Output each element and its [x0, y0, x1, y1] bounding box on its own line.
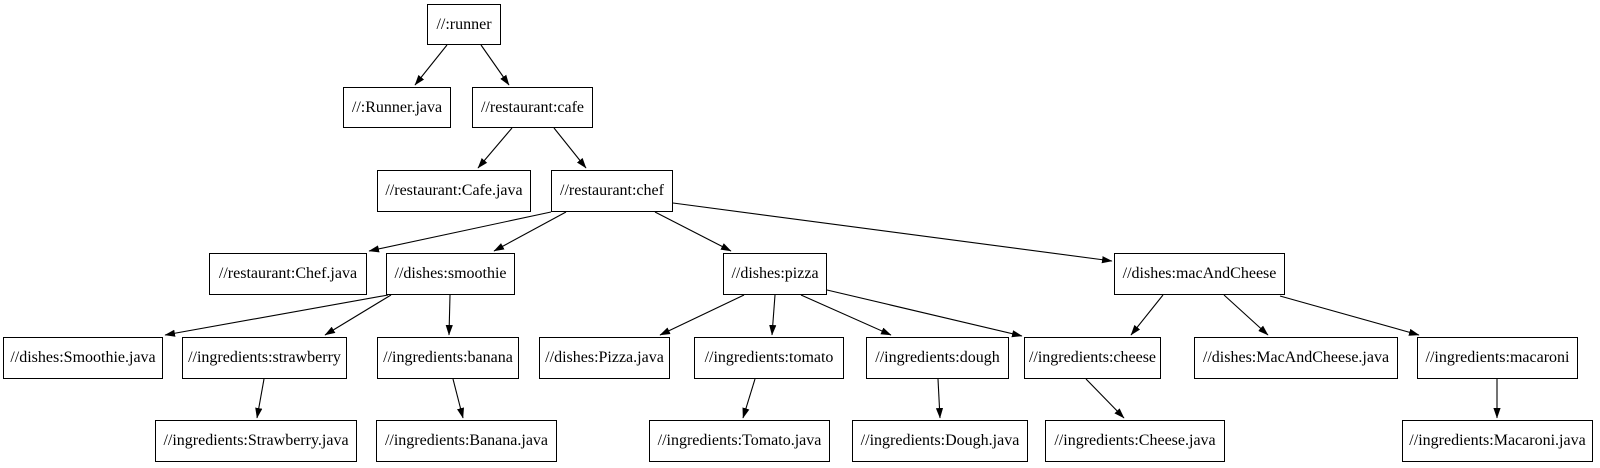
graph-node-label: //dishes:pizza — [731, 265, 819, 282]
graph-node-label: //ingredients:cheese — [1028, 349, 1157, 366]
graph-node-label: //dishes:MacAndCheese.java — [1202, 349, 1390, 366]
graph-node-banana: //ingredients:banana — [377, 337, 519, 379]
graph-edge-macandcheese-to-cheese — [1130, 294, 1164, 336]
graph-node-label: //restaurant:chef — [560, 182, 664, 199]
graph-node-label: //dishes:macAndCheese — [1122, 265, 1277, 282]
graph-edge-banana-to-banana-java — [452, 378, 465, 419]
graph-node-pizza: //dishes:pizza — [723, 253, 827, 295]
graph-edge-pizza-to-tomato — [769, 294, 777, 336]
graph-edge-smoothie-to-smoothie-java — [164, 294, 389, 337]
graph-edge-chef-to-smoothie — [493, 211, 567, 252]
graph-node-dough: //ingredients:dough — [866, 337, 1009, 379]
graph-node-cafe: //restaurant:cafe — [472, 87, 593, 128]
graph-node-label: //ingredients:dough — [875, 349, 1000, 366]
graph-edge-macandcheese-to-macandcheese-java — [1223, 294, 1269, 336]
graph-edge-strawberry-to-strawberry-java — [255, 378, 265, 419]
graph-node-macandcheese-java: //dishes:MacAndCheese.java — [1194, 337, 1398, 379]
graph-edge-chef-to-pizza — [654, 211, 732, 252]
graph-node-label: //restaurant:cafe — [480, 98, 585, 116]
graph-node-strawberry-java: //ingredients:Strawberry.java — [155, 420, 357, 462]
graph-node-label: //ingredients:Cheese.java — [1054, 432, 1216, 449]
graph-node-cheese: //ingredients:cheese — [1024, 337, 1161, 379]
graph-node-chef-java: //restaurant:Chef.java — [209, 253, 367, 295]
graph-node-label: //:Runner.java — [351, 98, 443, 116]
graph-node-label: //ingredients:Tomato.java — [657, 432, 822, 449]
graph-node-banana-java: //ingredients:Banana.java — [376, 420, 557, 462]
graph-node-cafe-java: //restaurant:Cafe.java — [377, 170, 531, 212]
graph-node-label: //ingredients:banana — [383, 349, 513, 366]
graph-edge-chef-to-chef-java — [368, 211, 552, 253]
graph-node-label: //:runner — [436, 15, 492, 33]
graph-node-label: //ingredients:Banana.java — [384, 432, 549, 449]
graph-node-label: //ingredients:Dough.java — [860, 432, 1020, 449]
graph-edge-runner-to-cafe — [480, 44, 510, 86]
graph-edge-pizza-to-pizza-java — [659, 294, 745, 336]
graph-node-cheese-java: //ingredients:Cheese.java — [1045, 420, 1225, 462]
graph-edge-cheese-to-cheese-java — [1085, 378, 1125, 419]
graph-edge-cafe-to-cafe-java — [477, 127, 513, 169]
graph-node-label: //restaurant:Cafe.java — [385, 182, 523, 199]
graph-edge-pizza-to-cheese — [826, 289, 1023, 338]
graph-node-label: //ingredients:Macaroni.java — [1409, 432, 1586, 449]
graph-node-label: //ingredients:strawberry — [188, 349, 341, 366]
graph-node-runner-java: //:Runner.java — [343, 87, 451, 128]
graph-node-label: //dishes:Smoothie.java — [10, 349, 156, 366]
graph-node-macaroni-java: //ingredients:Macaroni.java — [1402, 420, 1593, 462]
graph-node-tomato: //ingredients:tomato — [694, 337, 844, 379]
graph-edge-tomato-to-tomato-java — [742, 378, 756, 419]
graph-node-chef: //restaurant:chef — [551, 170, 673, 212]
graph-node-strawberry: //ingredients:strawberry — [182, 337, 347, 379]
graph-node-label: //dishes:Pizza.java — [545, 349, 664, 366]
graph-node-tomato-java: //ingredients:Tomato.java — [649, 420, 830, 462]
graph-edge-runner-to-runner-java — [414, 44, 448, 86]
graph-edge-chef-to-macandcheese — [672, 202, 1113, 264]
graph-edge-macandcheese-to-macaroni — [1279, 295, 1420, 336]
graph-node-label: //restaurant:Chef.java — [218, 265, 358, 282]
graph-edge-cafe-to-chef — [553, 127, 587, 169]
graph-edge-smoothie-to-banana — [445, 294, 453, 336]
graph-node-label: //ingredients:macaroni — [1425, 349, 1570, 366]
graph-edge-smoothie-to-strawberry — [324, 294, 392, 336]
graph-node-pizza-java: //dishes:Pizza.java — [539, 337, 670, 379]
graph-node-runner: //:runner — [427, 4, 501, 45]
graph-node-smoothie: //dishes:smoothie — [386, 253, 515, 295]
graph-node-dough-java: //ingredients:Dough.java — [852, 420, 1028, 462]
graph-node-label: //ingredients:tomato — [704, 349, 834, 366]
graph-node-macandcheese: //dishes:macAndCheese — [1114, 253, 1285, 295]
graph-edge-pizza-to-dough — [800, 294, 892, 336]
graph-edge-dough-to-dough-java — [935, 378, 944, 419]
graph-node-smoothie-java: //dishes:Smoothie.java — [3, 337, 163, 379]
graph-node-label: //ingredients:Strawberry.java — [163, 432, 349, 449]
graph-node-label: //dishes:smoothie — [394, 265, 507, 282]
graph-node-macaroni: //ingredients:macaroni — [1417, 337, 1578, 379]
